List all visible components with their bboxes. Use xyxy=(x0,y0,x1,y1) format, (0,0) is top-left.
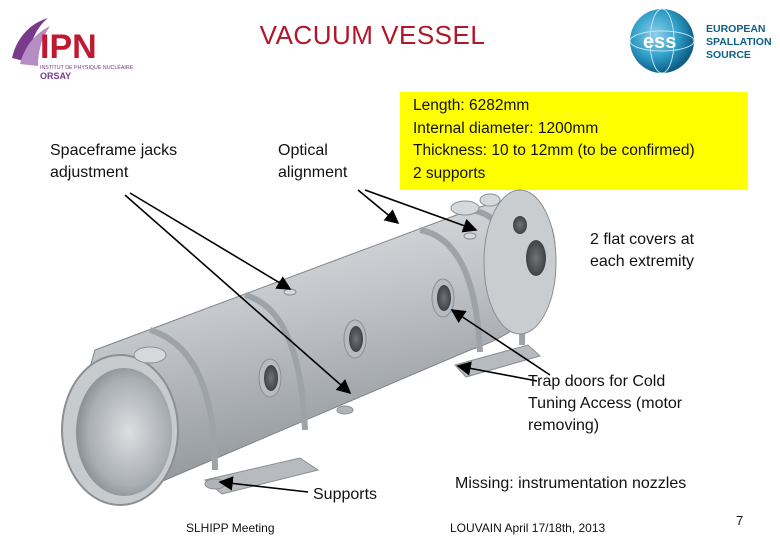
label-optical-alignment: Optical alignment xyxy=(278,142,348,181)
specs-highlight-box xyxy=(400,92,748,190)
ess-line-2: SPALLATION xyxy=(706,36,772,48)
footer-meeting: SLHIPP Meeting xyxy=(186,521,275,535)
slide-title: VACUUM VESSEL xyxy=(259,20,486,50)
label-trap-doors: Trap doors for Cold Tuning Access (motor… xyxy=(528,373,683,434)
specs-text: Length: 6282mm Internal diameter: 1200mm… xyxy=(413,95,695,185)
spec-diameter: Internal diameter: 1200mm xyxy=(413,119,599,137)
arrow-supports xyxy=(218,476,309,493)
label-spaceframe-jacks: Spaceframe jacks adjustment xyxy=(50,142,178,181)
ipn-swoosh-logo-icon: IPN INSTITUT DE PHYSIQUE NUCLÉAIRE ORSAY xyxy=(12,18,134,81)
arrow-spaceframe-lower xyxy=(124,194,352,395)
arrow-optical-left xyxy=(357,189,400,225)
arrow-spaceframe-upper xyxy=(129,192,292,290)
ipn-location: ORSAY xyxy=(40,71,71,81)
ipn-wordmark: IPN xyxy=(40,28,97,66)
ipn-logo: IPN INSTITUT DE PHYSIQUE NUCLÉAIRE ORSAY xyxy=(6,12,141,87)
arrow-optical-right xyxy=(364,189,478,233)
label-flat-covers: 2 flat covers at each extremity xyxy=(590,231,695,270)
top-nozzles xyxy=(133,193,501,364)
ipn-subtitle: INSTITUT DE PHYSIQUE NUCLÉAIRE xyxy=(40,64,134,71)
end-cover-right xyxy=(483,189,557,335)
footer-location-date: LOUVAIN April 17/18th, 2013 xyxy=(450,521,606,535)
arrow-trapdoors-upper xyxy=(450,309,551,376)
ess-logo: ess EUROPEAN SPALLATION SOURCE xyxy=(626,6,776,76)
spec-thickness: Thickness: 10 to 12mm (to be confirmed) xyxy=(413,142,695,159)
spec-supports: 2 supports xyxy=(413,164,486,182)
ess-line-1: EUROPEAN xyxy=(706,23,766,35)
spec-length: Length: 6282mm xyxy=(413,97,530,114)
label-missing-nozzles: Missing: instrumentation nozzles xyxy=(455,475,687,492)
ess-line-3: SOURCE xyxy=(706,49,751,61)
arrow-trapdoors-lower xyxy=(456,361,538,382)
label-supports: Supports xyxy=(313,486,378,503)
ess-wordmark: ess xyxy=(643,31,676,53)
ess-globe-logo-icon: ess EUROPEAN SPALLATION SOURCE xyxy=(629,8,772,74)
annotation-arrows xyxy=(124,189,551,493)
page-number: 7 xyxy=(736,513,744,528)
trap-door-ports xyxy=(258,278,455,398)
